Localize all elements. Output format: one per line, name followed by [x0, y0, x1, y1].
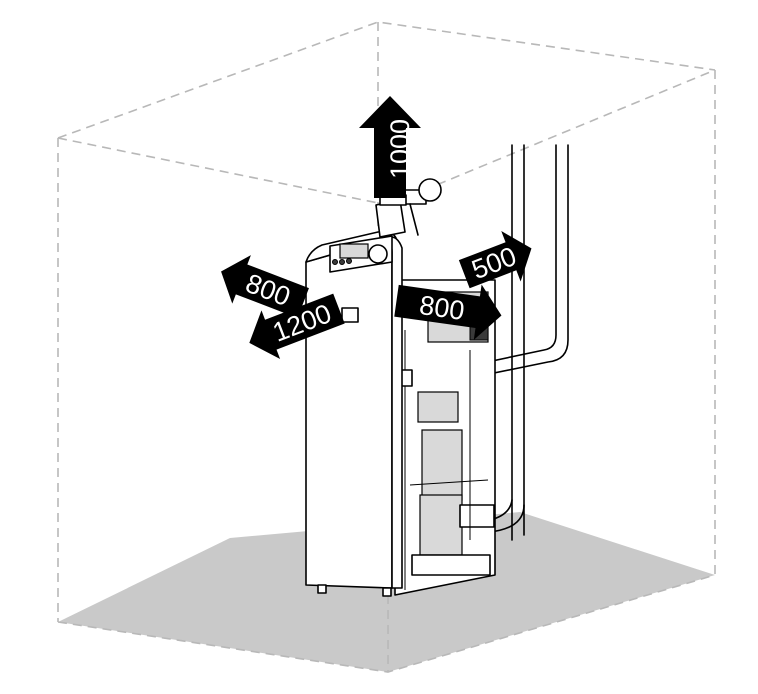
- clearance-arrow-right: [394, 284, 502, 340]
- clearance-arrow-top: [359, 96, 421, 198]
- clearance-arrow-front: [249, 293, 345, 359]
- top-valve: [375, 178, 442, 238]
- clearance-label-top: 1000: [385, 119, 415, 179]
- clearance-arrow-back: [458, 231, 532, 289]
- water-pipes: [439, 144, 569, 541]
- clearance-label-right: 800: [418, 290, 467, 326]
- clearance-arrow-left: [221, 255, 309, 318]
- unit-cabinet: [305, 230, 403, 597]
